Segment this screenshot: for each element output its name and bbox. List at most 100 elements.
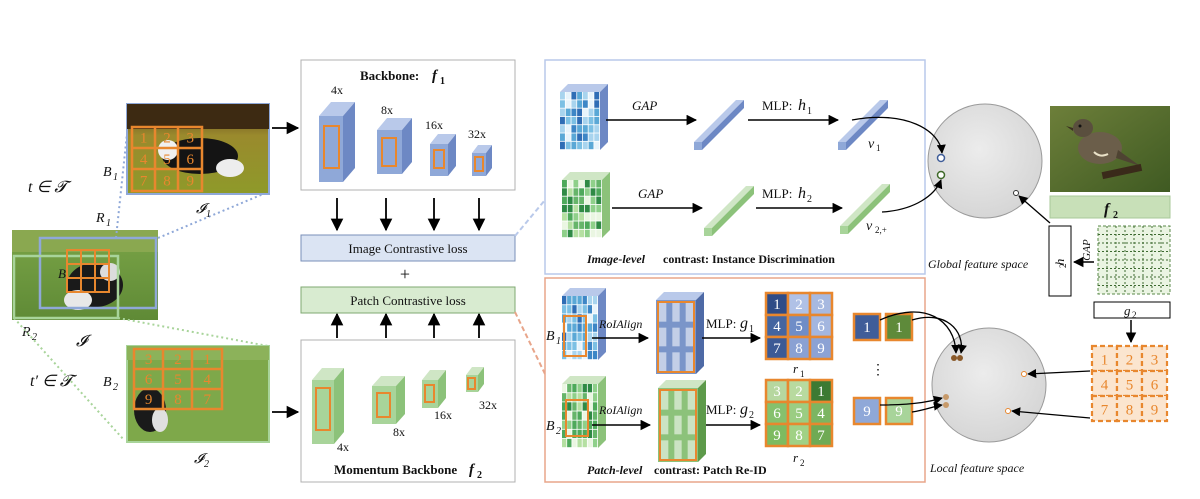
r2-label: R xyxy=(21,325,31,340)
arrows-to-spheres xyxy=(851,116,1091,419)
feature-cell xyxy=(587,296,593,305)
roi-cell xyxy=(661,440,669,459)
feature-cell xyxy=(577,100,583,108)
bird-image xyxy=(1050,106,1170,192)
scale-16x-bottom: 16x xyxy=(434,408,452,422)
svg-text:2: 2 xyxy=(749,410,754,421)
backbone-bottom-block-16x xyxy=(422,370,446,408)
feature-cell xyxy=(562,438,567,448)
svg-text:1: 1 xyxy=(556,336,561,347)
backbone-bottom-block-8x xyxy=(372,376,405,424)
feature-cell xyxy=(572,393,577,402)
patch-number: 4 xyxy=(817,406,825,422)
scale-16x-top: 16x xyxy=(425,118,443,132)
feature-cell xyxy=(592,314,598,323)
input-b-label: B xyxy=(58,266,66,281)
right-grid-number: 2 xyxy=(1126,353,1134,369)
f2-label: f xyxy=(1104,201,1111,218)
feature-cell xyxy=(571,133,577,141)
grid-number: 1 xyxy=(204,352,212,368)
feature-cell xyxy=(567,213,573,221)
grid-number: 6 xyxy=(187,152,195,168)
feature-cell xyxy=(567,411,572,420)
right-grid-cell xyxy=(1140,394,1169,423)
svg-text:9: 9 xyxy=(895,404,903,420)
grid-number: 7 xyxy=(204,392,212,408)
vector-green-2 xyxy=(840,184,890,234)
svg-text:1: 1 xyxy=(876,143,881,153)
feature-cell xyxy=(594,125,600,133)
right-grid-number: 7 xyxy=(1101,403,1109,419)
feature-cell xyxy=(572,429,577,439)
feature-cell xyxy=(571,108,577,117)
feature-cell xyxy=(571,100,577,108)
feature-cell xyxy=(587,305,593,314)
feature-cell xyxy=(587,429,593,439)
feature-cell xyxy=(560,116,565,125)
scale-8x-bottom: 8x xyxy=(393,425,405,439)
feature-cell xyxy=(579,213,585,221)
roi-top xyxy=(656,292,704,300)
v2-label: v xyxy=(866,219,873,234)
feature-cell xyxy=(567,341,572,351)
feature-cell xyxy=(573,180,579,188)
patch-number: 1 xyxy=(817,384,825,400)
patch-number: 7 xyxy=(773,341,781,357)
r1-label: R xyxy=(95,211,105,226)
feature-map-green-patch xyxy=(562,376,606,448)
feature-cell xyxy=(584,196,590,205)
image-level-panel: GAP GAP MLP: h 1 MLP: h 2 v xyxy=(544,59,926,275)
svg-text:2: 2 xyxy=(1132,310,1137,320)
svg-text:9: 9 xyxy=(863,404,871,420)
patch-number: 6 xyxy=(773,406,781,422)
feature-cell xyxy=(573,229,579,238)
grid-number: 8 xyxy=(174,392,182,408)
feature-cell xyxy=(572,438,577,448)
right-grid-number: 6 xyxy=(1151,378,1159,394)
roi-side xyxy=(696,292,704,374)
h2-label: h xyxy=(1052,259,1067,266)
right-grid-number: 8 xyxy=(1126,403,1134,419)
feature-cell xyxy=(565,116,571,125)
right-grid-cell xyxy=(1115,369,1144,398)
right-grid-number: 3 xyxy=(1151,353,1159,369)
feature-cell xyxy=(562,305,567,314)
feature-map-blue xyxy=(560,84,608,150)
feature-cell xyxy=(577,411,582,420)
image-contrastive-loss: Image Contrastive loss xyxy=(348,241,467,256)
backbone-top-block-32x xyxy=(472,145,492,176)
feature-cell xyxy=(562,411,567,420)
feature-cell xyxy=(577,305,582,314)
feature-cell xyxy=(577,429,582,439)
patch-number: 5 xyxy=(795,406,803,422)
feature-cell xyxy=(560,100,565,108)
feature-cell xyxy=(572,341,577,351)
feature-cell xyxy=(592,305,598,314)
feature-cell xyxy=(565,133,571,141)
image-level-caption: contrast: Instance Discrimination xyxy=(663,252,835,266)
feature-cell xyxy=(584,221,590,229)
feature-cell xyxy=(573,196,579,205)
svg-text:1: 1 xyxy=(106,218,111,229)
feature-cell xyxy=(587,323,593,332)
svg-text:2: 2 xyxy=(800,458,805,468)
svg-text:1: 1 xyxy=(206,209,211,220)
feature-cell xyxy=(577,332,582,341)
connector-image-panel xyxy=(514,199,546,237)
feature-cell xyxy=(577,420,582,429)
feature-cell xyxy=(577,296,582,305)
feature-cell xyxy=(562,229,567,238)
feature-cell xyxy=(567,438,572,448)
backbone-top-block-4x xyxy=(319,102,355,182)
feature-cell xyxy=(590,213,596,221)
roi-border xyxy=(657,301,695,373)
v1-label: v xyxy=(868,137,875,152)
feature-cell xyxy=(572,296,577,305)
feature-cell xyxy=(571,125,577,133)
feature-cell xyxy=(582,341,587,351)
feature-cell xyxy=(582,438,587,448)
patch-number: 4 xyxy=(773,319,781,335)
patch-cell xyxy=(808,335,834,361)
feature-cell xyxy=(579,204,585,213)
grid-number: 3 xyxy=(187,131,195,147)
